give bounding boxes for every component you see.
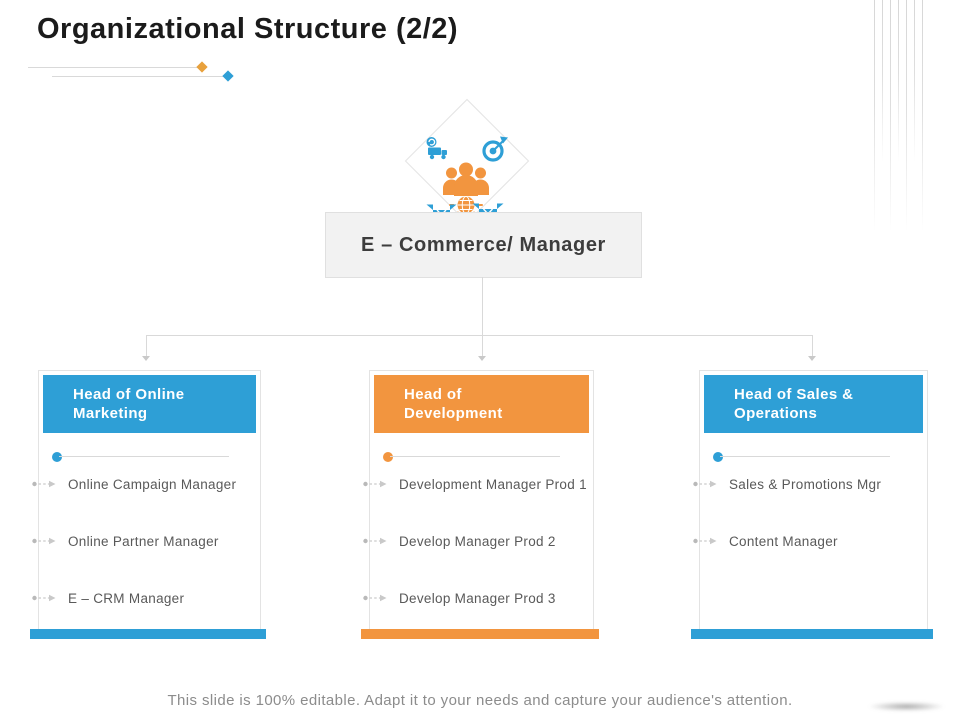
root-node-label: E – Commerce/ Manager (361, 233, 606, 256)
decorative-vertical-lines (874, 0, 934, 232)
dashed-arrow-icon (693, 480, 717, 488)
team-icon (443, 162, 489, 196)
list-item-label: E – CRM Manager (68, 590, 185, 606)
connector-horizontal (146, 335, 813, 336)
delivery-truck-icon (426, 137, 447, 160)
dashed-arrow-icon (363, 480, 387, 488)
list-item: Develop Manager Prod 3 (362, 589, 556, 607)
dashed-arrow-icon (32, 480, 56, 488)
vertical-line (890, 0, 891, 232)
list-item: Online Partner Manager (31, 532, 219, 550)
accent-dot (713, 452, 723, 462)
list-item: Development Manager Prod 1 (362, 475, 587, 493)
vertical-line (882, 0, 883, 163)
card-header-online-marketing: Head of Online Marketing (43, 375, 256, 433)
card-footer-bar (691, 629, 933, 639)
card-development: Head of Development Development Manager … (361, 370, 599, 639)
divider-line (390, 456, 560, 457)
list-item: Content Manager (692, 532, 838, 550)
root-node-ecommerce-manager: E – Commerce/ Manager (325, 212, 642, 278)
page-title: Organizational Structure (2/2) (37, 13, 459, 45)
card-header-development: Head of Development (374, 375, 589, 433)
connector-arrow-right (808, 356, 816, 361)
blue-diamond-marker (222, 70, 234, 82)
dashed-arrow-icon (363, 537, 387, 545)
dot-line-divider (700, 451, 927, 463)
vertical-line (898, 0, 899, 163)
card-footer-bar (361, 629, 599, 639)
editable-note: This slide is 100% editable. Adapt it to… (167, 692, 793, 709)
list-item-label: Online Partner Manager (68, 533, 219, 549)
dashed-arrow-icon (32, 537, 56, 545)
connector-arrow-left (142, 356, 150, 361)
list-item: Develop Manager Prod 2 (362, 532, 556, 550)
dashed-arrow-icon (693, 537, 717, 545)
corner-shadow (853, 700, 960, 713)
connector-root-vertical (482, 277, 483, 356)
card-sales-operations: Head of Sales & Operations Sales & Promo… (691, 370, 933, 639)
vertical-line (922, 0, 923, 232)
vertical-line (906, 0, 907, 232)
list-item-label: Development Manager Prod 1 (399, 476, 587, 492)
connector-left-vertical (146, 335, 147, 356)
vertical-line (914, 0, 915, 163)
divider-line (59, 456, 229, 457)
dashed-arrow-icon (32, 594, 56, 602)
title-underline-2 (52, 76, 224, 77)
list-item: Sales & Promotions Mgr (692, 475, 881, 493)
title-underline-1 (28, 67, 198, 68)
card-online-marketing: Head of Online Marketing Online Campaign… (30, 370, 266, 639)
orange-diamond-marker (196, 61, 208, 73)
target-dart-icon (482, 136, 508, 162)
list-item-label: Content Manager (729, 533, 838, 549)
list-item-label: Sales & Promotions Mgr (729, 476, 882, 492)
connector-right-vertical (812, 335, 813, 356)
list-item-label: Develop Manager Prod 3 (399, 590, 556, 606)
accent-dot (383, 452, 393, 462)
card-header-sales-operations: Head of Sales & Operations (704, 375, 923, 433)
divider-line (720, 456, 890, 457)
dot-line-divider (39, 451, 260, 463)
ecommerce-icon-cluster (426, 136, 508, 222)
dot-line-divider (370, 451, 593, 463)
list-item: Online Campaign Manager (31, 475, 236, 493)
list-item-label: Develop Manager Prod 2 (399, 533, 556, 549)
vertical-line (874, 0, 875, 232)
accent-dot (52, 452, 62, 462)
list-item: E – CRM Manager (31, 589, 184, 607)
list-item-label: Online Campaign Manager (68, 476, 237, 492)
card-footer-bar (30, 629, 266, 639)
dashed-arrow-icon (363, 594, 387, 602)
connector-arrow-middle (478, 356, 486, 361)
